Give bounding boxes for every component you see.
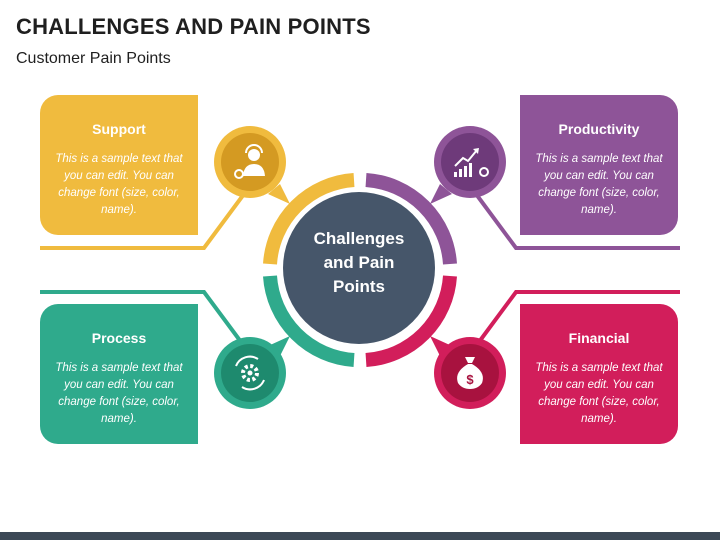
productivity-icon-bubble (430, 126, 506, 204)
ring-arc-process (263, 275, 355, 367)
financial-text: This is a sample text that you can edit.… (535, 362, 663, 425)
financial-connector (474, 290, 680, 348)
process-card: Process This is a sample text that you c… (40, 304, 198, 444)
slide-title: CHALLENGES AND PAIN POINTS (16, 14, 371, 39)
svg-text:$: $ (466, 372, 474, 387)
financial-icon-bubble: $ (430, 336, 506, 409)
support-icon-bubble (214, 126, 290, 204)
center-label: Challenges and Pain Points (313, 229, 405, 296)
growth-chart-icon (454, 148, 489, 177)
support-connector (40, 192, 246, 250)
support-text: This is a sample text that you can edit.… (55, 153, 183, 216)
productivity-card: Productivity This is a sample text that … (520, 95, 678, 235)
center-circle (283, 192, 435, 344)
ring-arc-financial (365, 275, 457, 367)
money-bag-icon: $ (457, 357, 483, 389)
financial-heading: Financial (568, 330, 630, 346)
process-text: This is a sample text that you can edit.… (55, 362, 183, 425)
ring-arc-productivity (365, 173, 457, 265)
process-connector (40, 290, 246, 348)
footer-bar (0, 532, 720, 540)
process-icon-bubble (214, 336, 290, 409)
ring-arc-support (263, 173, 355, 265)
customer-support-icon (234, 144, 265, 179)
productivity-heading: Productivity (558, 121, 640, 137)
slide-subtitle: Customer Pain Points (16, 50, 171, 67)
support-heading: Support (92, 121, 146, 137)
support-card: Support This is a sample text that you c… (40, 95, 198, 235)
productivity-text: This is a sample text that you can edit.… (535, 153, 663, 216)
productivity-connector (474, 192, 680, 250)
process-gears-icon (235, 355, 265, 391)
process-heading: Process (91, 330, 147, 346)
financial-card: Financial This is a sample text that you… (520, 304, 678, 444)
